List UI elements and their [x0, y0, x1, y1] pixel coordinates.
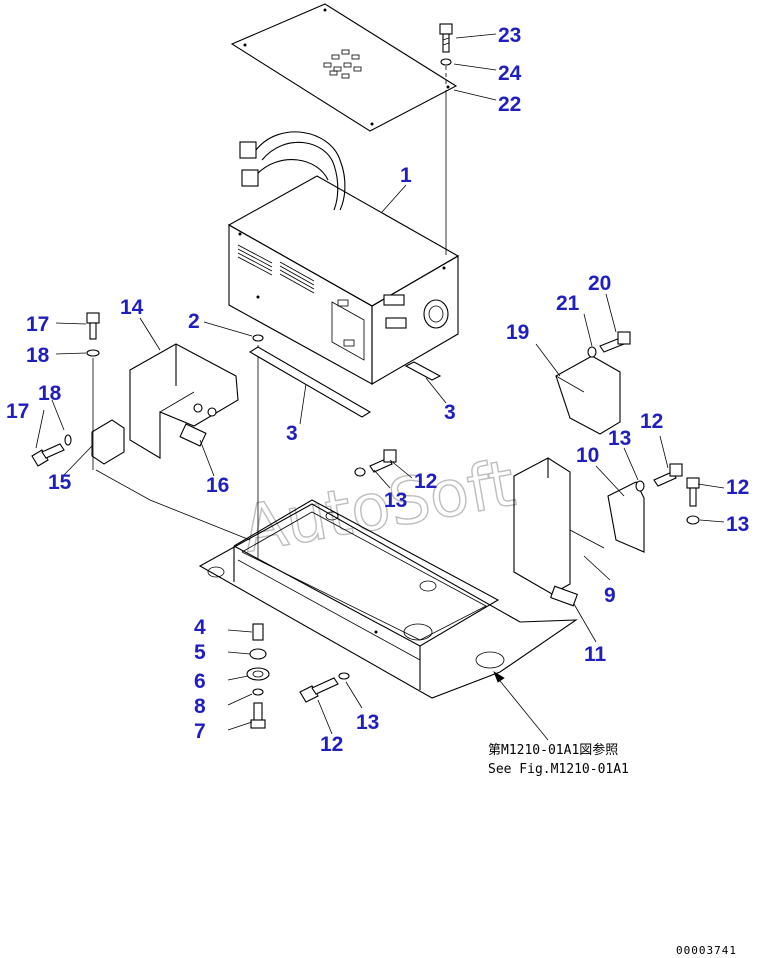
callout-15: 15	[48, 471, 72, 494]
callout-1: 1	[400, 164, 412, 187]
bolt-7	[250, 702, 266, 729]
callout-7: 7	[194, 720, 206, 743]
callout-13-bottom: 13	[356, 711, 379, 734]
callout-24: 24	[498, 62, 522, 85]
callout-3-right: 3	[444, 401, 456, 424]
callout-12-right: 12	[726, 476, 749, 499]
bracket-9	[513, 457, 605, 595]
leader-lines	[35, 33, 725, 741]
washer-24	[440, 58, 452, 66]
mount-6	[246, 667, 270, 681]
bolt-20	[599, 331, 631, 353]
bolt-12-center	[369, 449, 397, 473]
bolt-17-left	[31, 443, 65, 467]
bracket-15	[91, 419, 125, 465]
cover-19	[555, 355, 621, 435]
callout-13-right: 13	[726, 513, 749, 536]
washer-13-center	[354, 467, 366, 477]
callout-14: 14	[120, 296, 144, 319]
reference-note-jp: 第M1210-01A1図参照	[488, 742, 618, 758]
callout-20: 20	[588, 272, 611, 295]
callout-4: 4	[194, 616, 206, 639]
callout-18-top: 18	[26, 344, 50, 367]
callout-18-left: 18	[38, 382, 62, 405]
document-number: 00003741	[676, 944, 737, 957]
callout-17-left: 17	[6, 400, 29, 423]
wire-harness	[239, 131, 346, 211]
callout-12-right-top: 12	[640, 410, 663, 433]
callout-23: 23	[498, 24, 521, 47]
bracket-14	[129, 343, 239, 459]
callout-17-top: 17	[26, 313, 49, 336]
callout-numbers: 23 24 22 1 2 3 3 14 17 18 18 17 15 16 13…	[6, 24, 749, 756]
callout-8: 8	[194, 695, 206, 718]
washer-13-bottom	[338, 672, 350, 680]
controller-box	[227, 175, 460, 385]
washer-2	[252, 334, 264, 342]
cover-plate	[230, 3, 458, 132]
reference-note-en: See Fig.M1210-01A1	[488, 762, 629, 777]
strip-3b	[404, 361, 442, 381]
washer-13-right-a	[635, 480, 645, 492]
callout-16: 16	[206, 474, 229, 497]
nut-5	[249, 648, 267, 660]
callout-9: 9	[604, 584, 616, 607]
washer-8	[252, 688, 264, 696]
bolt-12-right-a	[653, 463, 683, 487]
callout-12-center: 12	[414, 470, 437, 493]
callout-10: 10	[576, 444, 599, 467]
callout-5: 5	[194, 641, 206, 664]
base-frame	[198, 499, 578, 699]
bolt-23	[439, 23, 453, 53]
strip-3a	[248, 346, 372, 418]
washer-18-left	[64, 434, 72, 446]
washer-13-right-b	[686, 515, 700, 525]
spacer-4	[252, 623, 264, 641]
callout-21: 21	[556, 292, 580, 315]
callout-22: 22	[498, 93, 521, 116]
callout-12-bottom: 12	[320, 733, 343, 756]
callout-6: 6	[194, 670, 206, 693]
callout-19: 19	[506, 321, 529, 344]
callout-13-center: 13	[384, 489, 407, 512]
callout-11: 11	[584, 643, 607, 666]
washer-18-top	[86, 349, 100, 357]
washer-21	[587, 346, 597, 358]
callout-3-left: 3	[286, 422, 298, 445]
bolt-17-top	[86, 312, 100, 340]
bolt-12-right-b	[686, 477, 700, 507]
clip-11	[549, 585, 579, 607]
callout-13-right-top: 13	[608, 427, 631, 450]
bolt-12-bottom	[299, 677, 339, 703]
clip-16	[179, 423, 207, 447]
plate-10	[607, 481, 645, 553]
callout-2: 2	[188, 310, 200, 333]
